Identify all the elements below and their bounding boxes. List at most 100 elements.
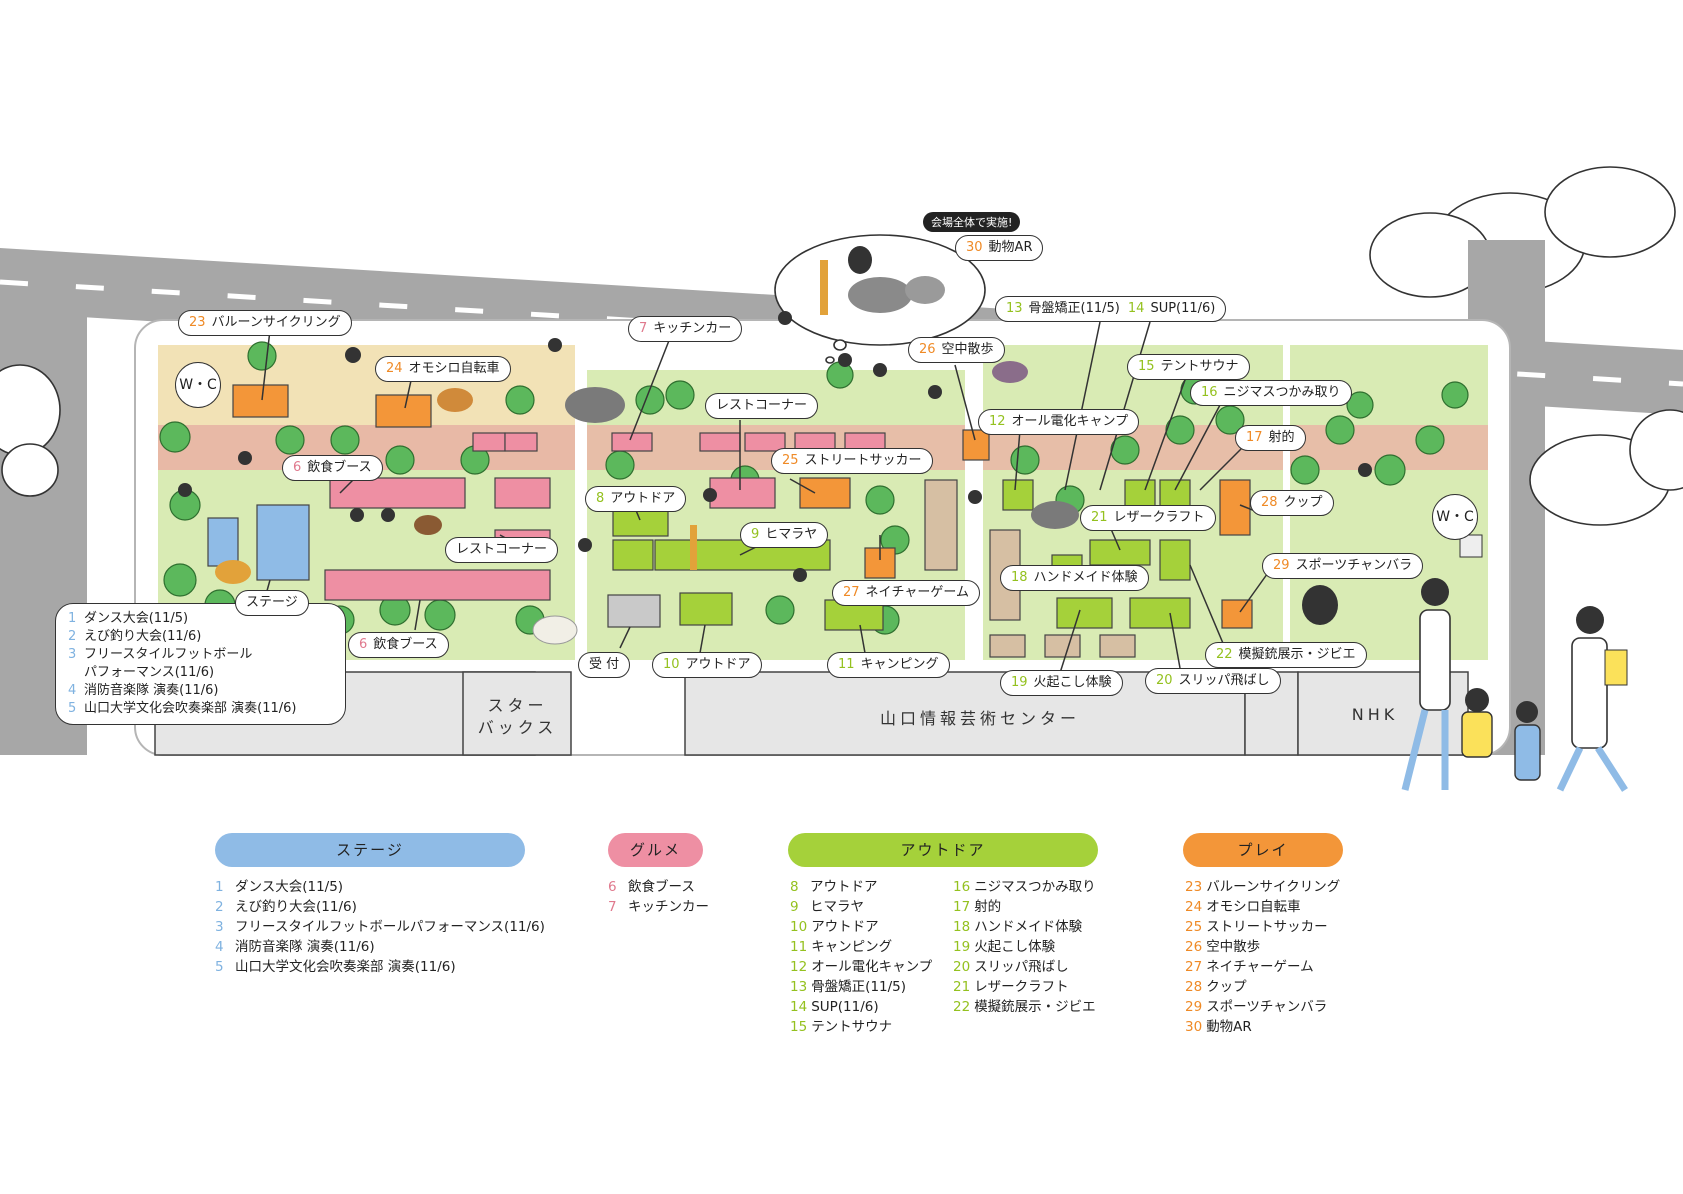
- ycam-label: 山口情報芸術センター: [879, 709, 1080, 728]
- map-label-l24[interactable]: 24 オモシロ自転車: [375, 356, 511, 382]
- map-label-l10[interactable]: 10 アウトドア: [652, 652, 762, 678]
- map-label-lstage[interactable]: ステージ: [235, 590, 309, 616]
- map-label-number: 6: [293, 460, 302, 475]
- map-label-lrest2[interactable]: レストコーナー: [445, 537, 559, 563]
- map-label-number: 21: [1091, 510, 1108, 525]
- map-label-text: 火起こし体験: [1033, 675, 1112, 690]
- map-label-l19[interactable]: 19 火起こし体験: [1000, 670, 1123, 696]
- map-label-number: 28: [1261, 495, 1278, 510]
- map-label-text: ステージ: [246, 595, 298, 610]
- map-label-number: 15: [1138, 359, 1155, 374]
- legend-gourmet-header: グルメ: [608, 833, 703, 867]
- map-label-text: アウトドア: [685, 657, 751, 672]
- map-label-number: 14: [1127, 301, 1145, 316]
- map-label-number: 23: [189, 315, 206, 330]
- map-label-text: 動物AR: [988, 240, 1033, 255]
- map-label-number: 24: [386, 361, 403, 376]
- map-label-number: 12: [989, 414, 1006, 429]
- map-label-l7[interactable]: 7 キッチンカー: [628, 316, 743, 342]
- map-label-l11[interactable]: 11 キャンピング: [827, 652, 950, 678]
- map-label-number: 16: [1201, 385, 1218, 400]
- legend-stage-header: ステージ: [215, 833, 525, 867]
- map-label-number: 10: [663, 657, 680, 672]
- map-label-number: 29: [1273, 558, 1290, 573]
- stage-schedule-item: パフォーマンス(11/6): [84, 665, 215, 680]
- legend-play-header: プレイ: [1183, 833, 1343, 867]
- map-label-l21[interactable]: 21 レザークラフト: [1080, 505, 1216, 531]
- map-label-l16[interactable]: 16 ニジマスつかみ取り: [1190, 380, 1352, 406]
- restroom-right[interactable]: W・C: [1432, 494, 1478, 540]
- map-label-l12[interactable]: 12 オール電化キャンプ: [978, 409, 1140, 435]
- map-label-lrest1[interactable]: レストコーナー: [705, 393, 819, 419]
- rest-booths: [924, 479, 1136, 658]
- cloud-decoration-left: [0, 364, 61, 497]
- map-label-number: 11: [838, 657, 855, 672]
- map-label-text: 受 付: [589, 657, 620, 672]
- map-label-text: レザークラフト: [1113, 510, 1205, 525]
- map-label-text: オール電化キャンプ: [1011, 414, 1129, 429]
- map-label-text: キャンピング: [860, 657, 939, 672]
- map-label-number: 30: [966, 240, 983, 255]
- map-label-text: ストリートサッカー: [804, 453, 922, 468]
- label-leader-lines: [261, 321, 1271, 674]
- map-label-l25[interactable]: 25 ストリートサッカー: [771, 448, 933, 474]
- legend-outdoor-header: アウトドア: [788, 833, 1098, 867]
- map-label-number: 8: [596, 491, 605, 506]
- map-label-number: 7: [639, 321, 648, 336]
- map-label-text: オモシロ自転車: [408, 361, 500, 376]
- map-label-text: アウトドア: [610, 491, 676, 506]
- map-label-number: 22: [1216, 647, 1233, 662]
- map-label-luke[interactable]: 受 付: [578, 652, 631, 678]
- map-label-number: 25: [782, 453, 799, 468]
- map-label-text: 空中散歩: [941, 342, 994, 357]
- restroom-left[interactable]: W・C: [175, 362, 221, 408]
- map-label-text: ニジマスつかみ取り: [1223, 385, 1341, 400]
- reception-booth: [607, 594, 661, 628]
- map-label-l30[interactable]: 30 動物AR: [955, 235, 1044, 261]
- map-label-text: キッチンカー: [653, 321, 732, 336]
- map-label-text: スリッパ飛ばし: [1178, 673, 1270, 688]
- map-label-number: 13: [1006, 301, 1023, 316]
- map-label-number: 19: [1011, 675, 1028, 690]
- map-label-l8[interactable]: 8 アウトドア: [585, 486, 687, 512]
